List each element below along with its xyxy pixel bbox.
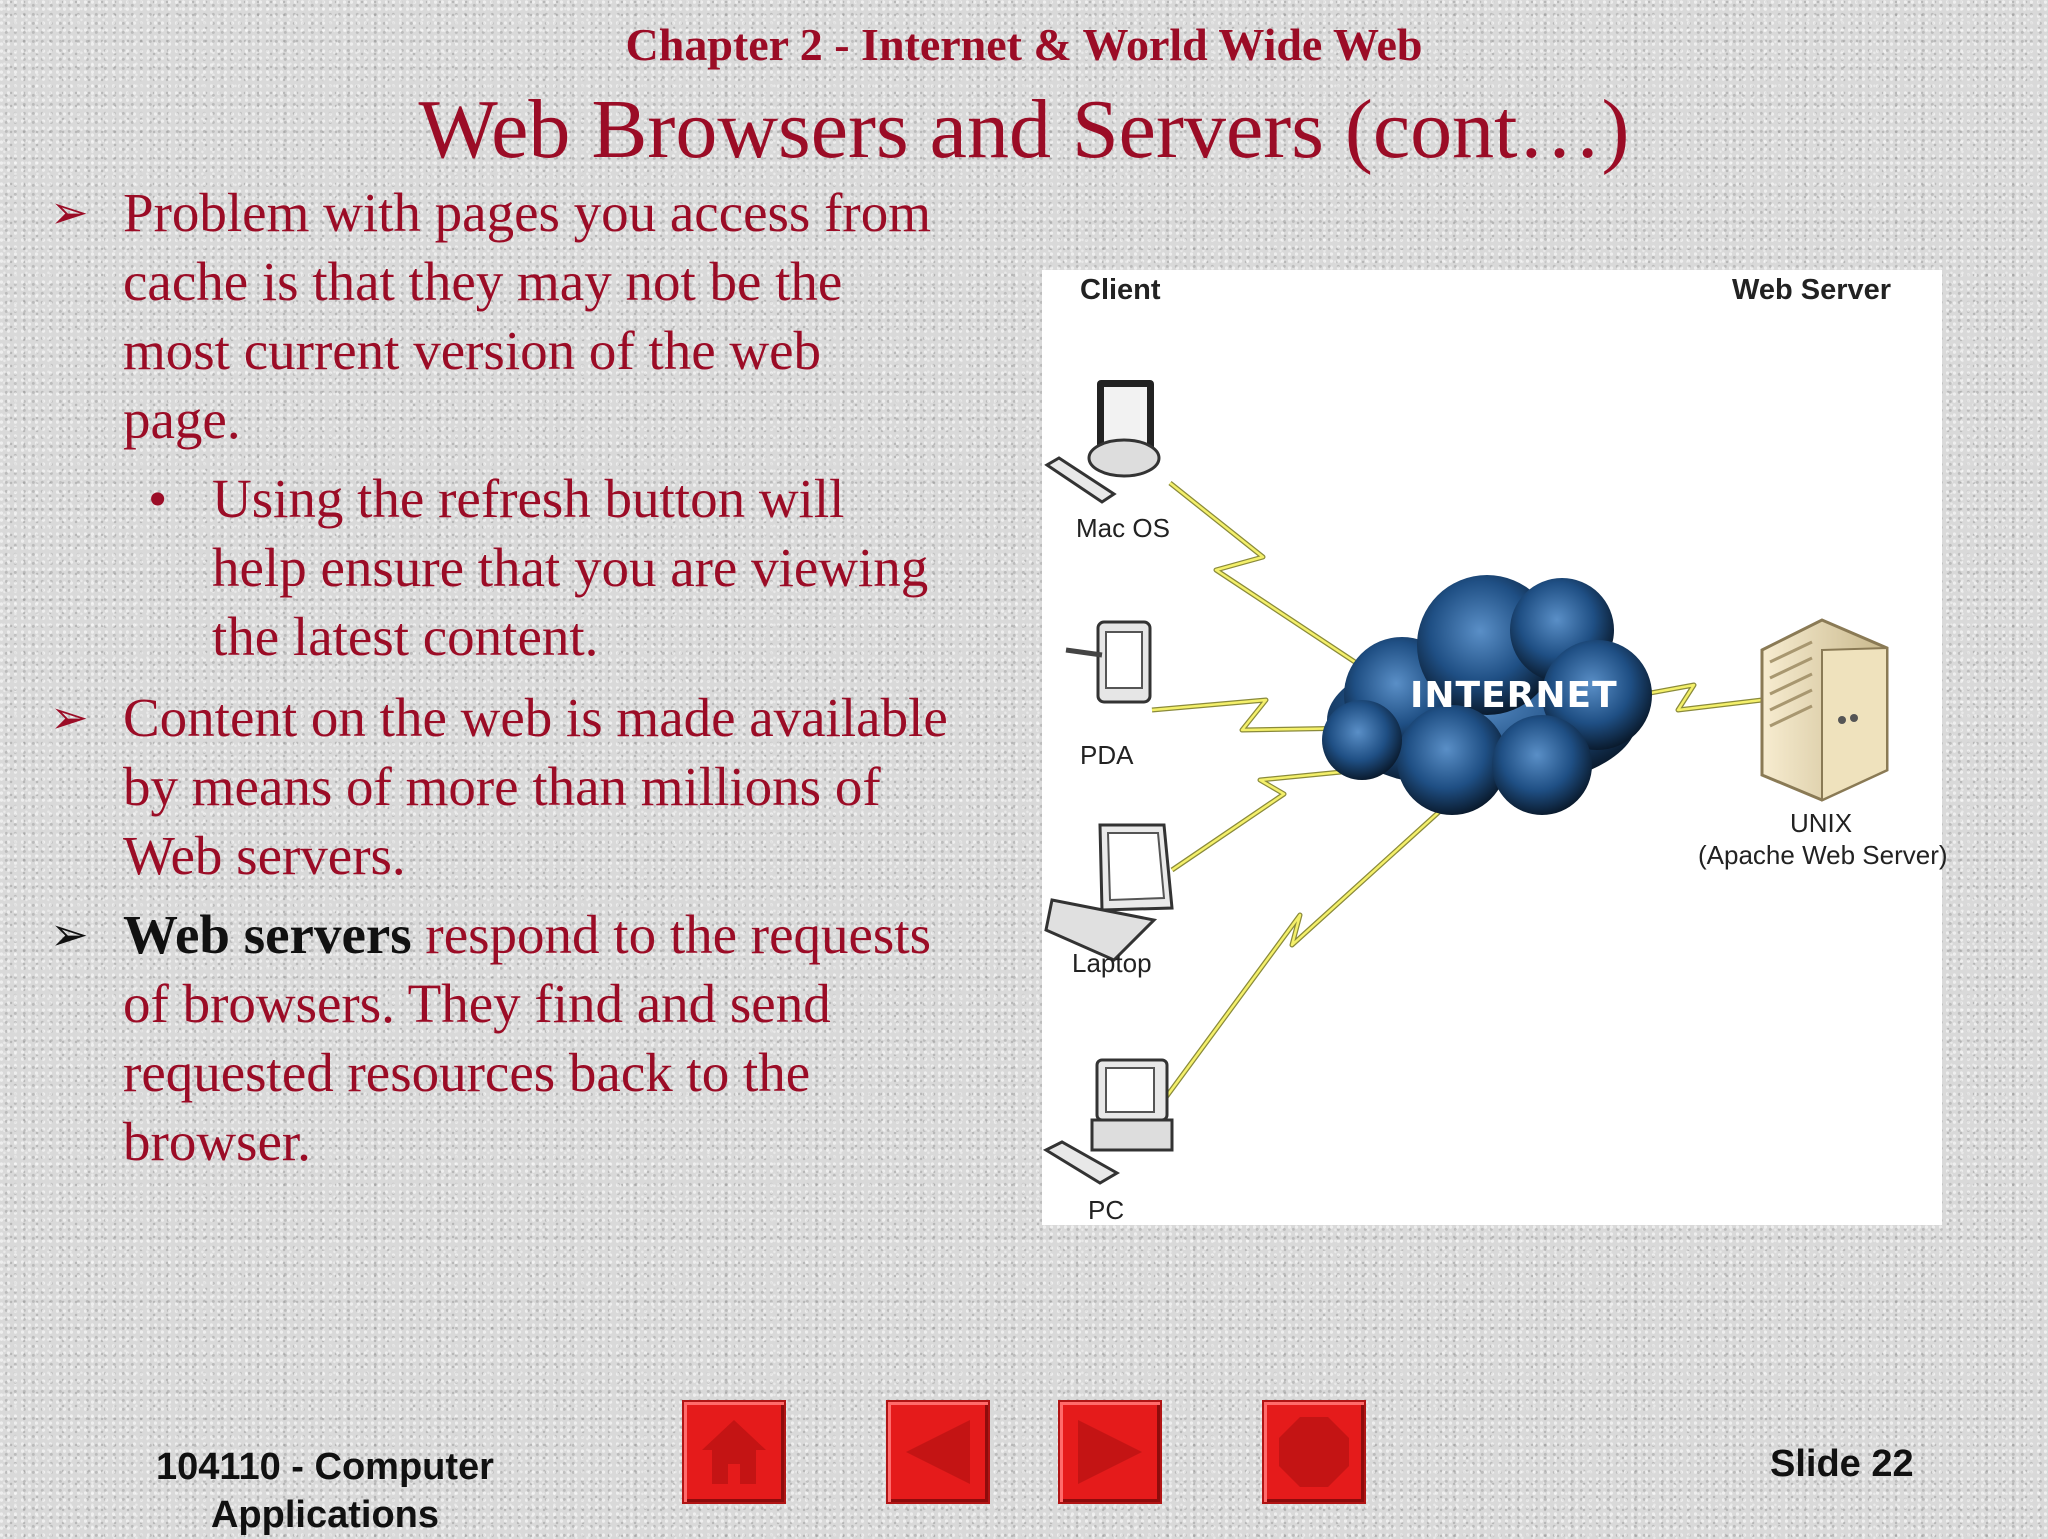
bullet-item: ➢ Web servers respond to the requests of… — [50, 900, 950, 1176]
sub-bullet-item: • Using the refresh button will help ens… — [50, 464, 950, 671]
arrow-bullet-icon: ➢ — [50, 909, 89, 960]
slide-title: Web Browsers and Servers (cont…) — [418, 83, 1630, 176]
back-arrow-icon — [906, 1420, 970, 1484]
stop-icon — [1279, 1417, 1349, 1487]
course-label: 104110 - Computer Applications — [156, 1446, 494, 1536]
bullet-item: ➢ Content on the web is made available b… — [50, 683, 950, 890]
client-label-pc: PC — [1088, 1195, 1125, 1225]
previous-slide-button[interactable] — [886, 1400, 990, 1504]
network-diagram: Client Web Server Mac OS PDA Laptop PC I… — [1042, 270, 1948, 1225]
internet-cloud-icon — [1322, 575, 1652, 815]
slide-number: Slide 22 — [1770, 1443, 1914, 1485]
chapter-heading: Chapter 2 - Internet & World Wide Web — [625, 19, 1423, 70]
arrow-bullet-icon: ➢ — [50, 692, 89, 743]
bullet-text: Content on the web is made available by … — [123, 687, 948, 886]
client-heading: Client — [1080, 274, 1161, 306]
web-server-heading: Web Server — [1732, 274, 1892, 306]
bullet-item: ➢ Problem with pages you access from cac… — [50, 178, 950, 454]
client-label-mac-os: Mac OS — [1076, 513, 1170, 543]
client-label-laptop: Laptop — [1072, 948, 1152, 978]
client-label-pda: PDA — [1080, 740, 1134, 770]
bullet-bold-text: Web servers — [123, 904, 412, 965]
server-label-unix: UNIX — [1790, 808, 1853, 838]
pda-icon — [1065, 620, 1152, 704]
forward-arrow-icon — [1078, 1420, 1142, 1484]
home-button[interactable] — [682, 1400, 786, 1504]
server-icon — [1760, 618, 1889, 802]
laptop-icon — [1044, 823, 1174, 962]
pc-icon — [1042, 1058, 1174, 1185]
bullet-text: respond to the requests of browsers. The… — [123, 904, 932, 1172]
end-show-button[interactable] — [1262, 1400, 1366, 1504]
bullet-list: ➢ Problem with pages you access from cac… — [50, 178, 950, 1186]
mac-os-icon — [1044, 380, 1161, 504]
bullet-text: Problem with pages you access from cache… — [123, 182, 932, 450]
home-icon — [702, 1420, 766, 1484]
dot-bullet-icon: • — [148, 468, 168, 529]
arrow-bullet-icon: ➢ — [50, 187, 89, 238]
next-slide-button[interactable] — [1058, 1400, 1162, 1504]
sub-bullet-text: Using the refresh button will help ensur… — [212, 468, 929, 667]
network-links — [1151, 481, 1763, 1102]
network-diagram-graphics — [1042, 380, 1889, 1185]
server-label-apache: (Apache Web Server) — [1698, 840, 1948, 870]
internet-label: INTERNET — [1410, 675, 1618, 716]
